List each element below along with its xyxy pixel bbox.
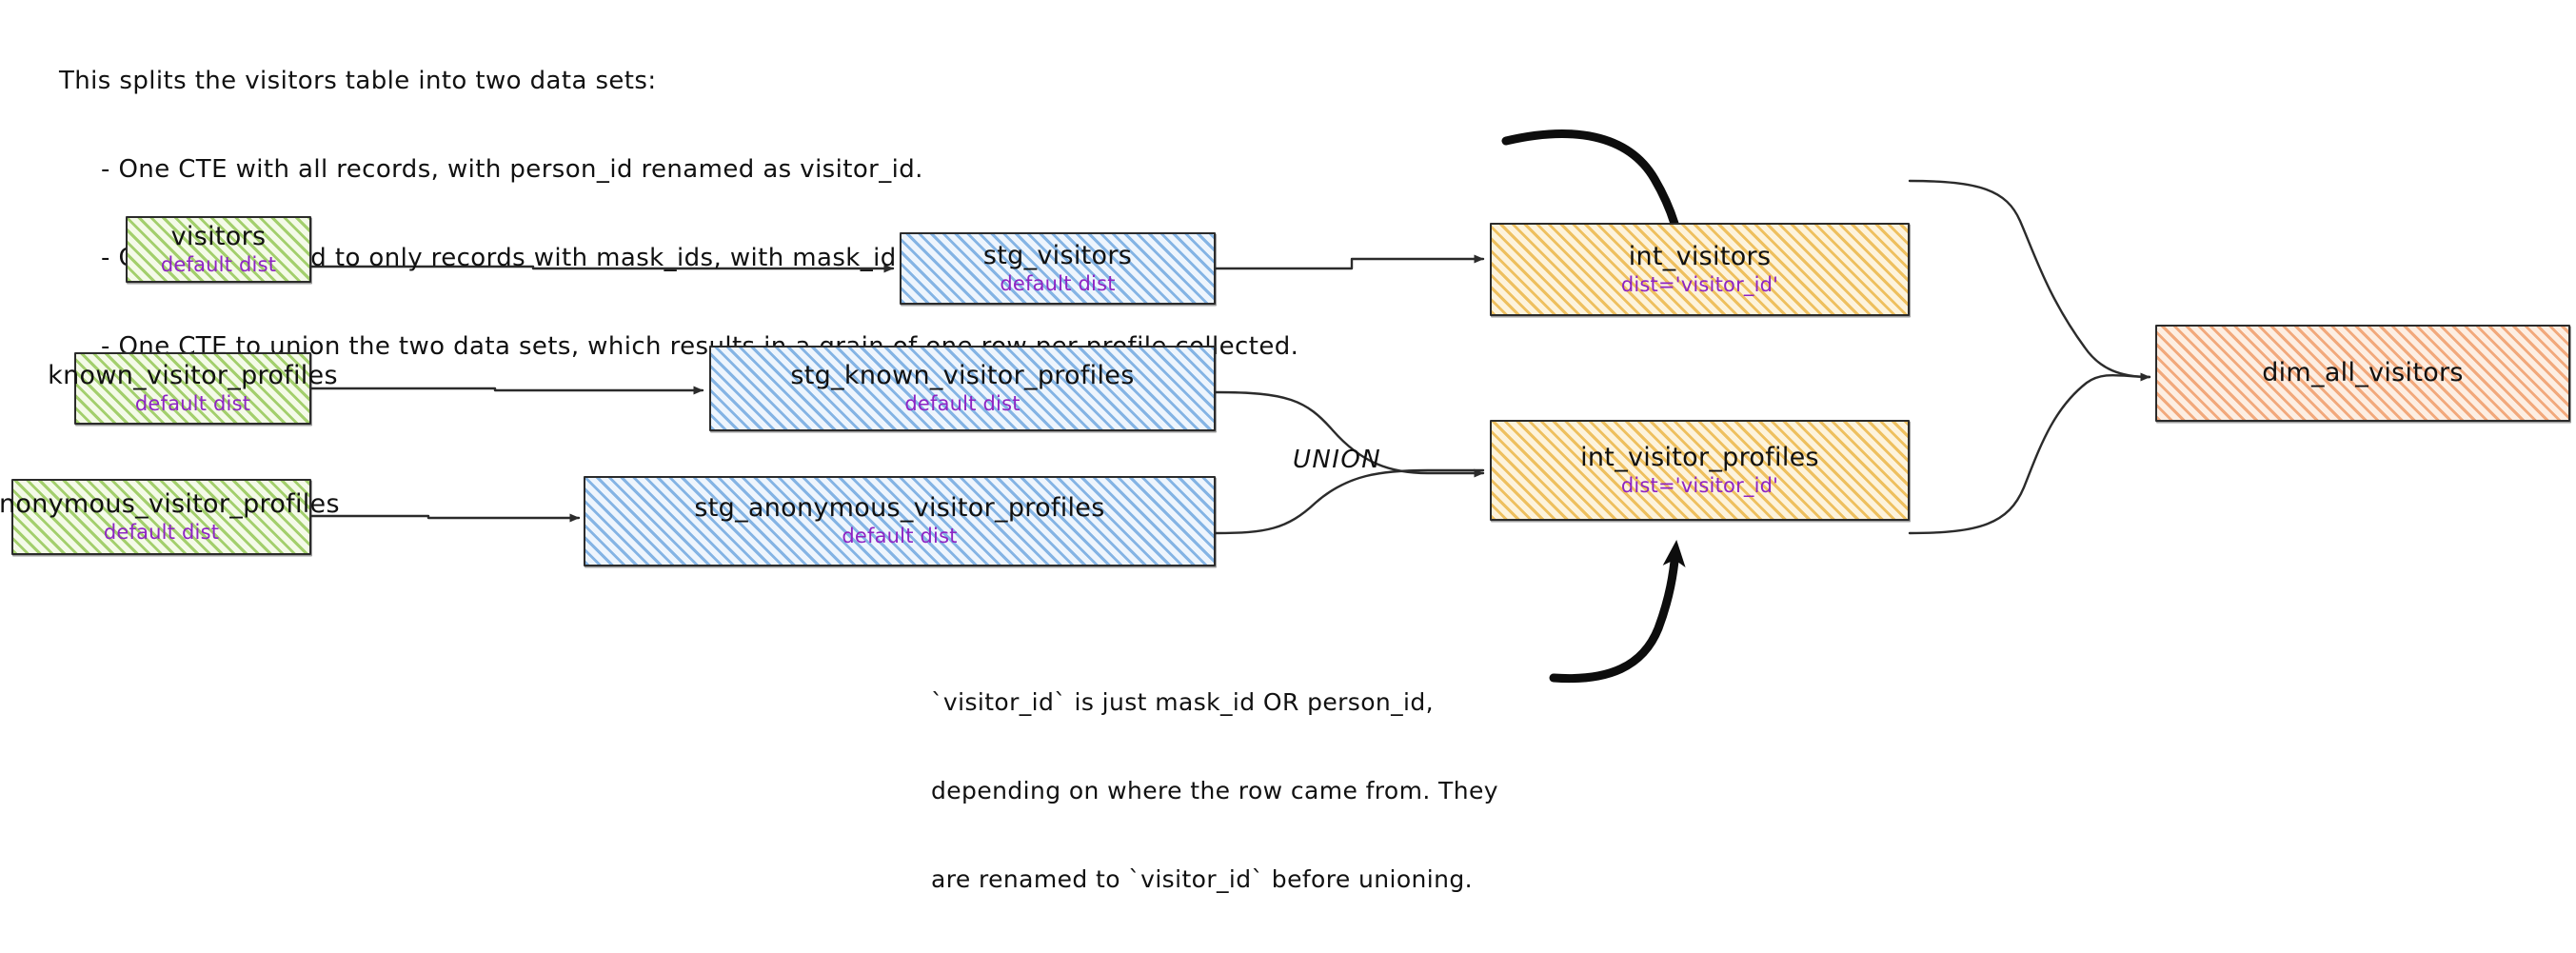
node-int_visitors-title: int_visitors bbox=[1628, 241, 1772, 271]
node-anonymous_visitor_profiles-title: anonymous_visitor_profiles bbox=[0, 488, 340, 519]
node-int_visitor_profiles-subtitle: dist='visitor_id' bbox=[1620, 473, 1779, 497]
diagram-canvas: This splits the visitors table into two … bbox=[0, 67, 2570, 893]
top-note-line-2: - One CTE with all records, with person_… bbox=[101, 155, 923, 184]
top-note-line-1: This splits the visitors table into two … bbox=[59, 67, 657, 95]
node-stg_anonymous_visitor_profiles[interactable]: stg_anonymous_visitor_profiles default d… bbox=[584, 476, 1216, 566]
node-stg_known_visitor_profiles-subtitle: default dist bbox=[904, 391, 1020, 415]
bottom-note-line-2: depending on where the row came from. Th… bbox=[931, 777, 1498, 804]
bottom-note-line-1: `visitor_id` is just mask_id OR person_i… bbox=[931, 688, 1435, 716]
node-int_visitor_profiles-title: int_visitor_profiles bbox=[1580, 442, 1819, 472]
node-dim_all_visitors-title: dim_all_visitors bbox=[2262, 358, 2464, 387]
node-stg_anonymous_visitor_profiles-subtitle: default dist bbox=[842, 525, 958, 547]
node-stg_known_visitor_profiles-title: stg_known_visitor_profiles bbox=[790, 360, 1135, 390]
node-anonymous_visitor_profiles-subtitle: default dist bbox=[103, 520, 220, 544]
node-int_visitor_profiles[interactable]: int_visitor_profiles dist='visitor_id' bbox=[1490, 420, 1910, 521]
node-stg_anonymous_visitor_profiles-title: stg_anonymous_visitor_profiles bbox=[694, 493, 1105, 523]
bottom-annotation-note: `visitor_id` is just mask_id OR person_i… bbox=[931, 628, 1498, 953]
node-stg_known_visitor_profiles[interactable]: stg_known_visitor_profiles default dist bbox=[709, 346, 1216, 431]
node-known_visitor_profiles-title: known_visitor_profiles bbox=[48, 360, 338, 390]
node-visitors-subtitle: default dist bbox=[160, 252, 277, 276]
node-stg_visitors-subtitle: default dist bbox=[1000, 271, 1116, 295]
node-int_visitors-subtitle: dist='visitor_id' bbox=[1620, 272, 1779, 296]
node-known_visitor_profiles[interactable]: known_visitor_profiles default dist bbox=[48, 352, 338, 425]
node-stg_visitors-title: stg_visitors bbox=[982, 240, 1133, 270]
node-visitors-title: visitors bbox=[170, 221, 267, 251]
node-int_visitors[interactable]: int_visitors dist='visitor_id' bbox=[1490, 223, 1910, 316]
bottom-note-line-3: are renamed to `visitor_id` before union… bbox=[931, 865, 1473, 893]
node-visitors[interactable]: visitors default dist bbox=[126, 216, 311, 283]
node-stg_visitors[interactable]: stg_visitors default dist bbox=[900, 232, 1216, 305]
node-anonymous_visitor_profiles[interactable]: anonymous_visitor_profiles default dist bbox=[0, 479, 340, 555]
node-dim_all_visitors[interactable]: dim_all_visitors bbox=[2155, 325, 2570, 422]
node-known_visitor_profiles-subtitle: default dist bbox=[134, 391, 251, 415]
edge-label-union: UNION bbox=[1293, 446, 1382, 474]
